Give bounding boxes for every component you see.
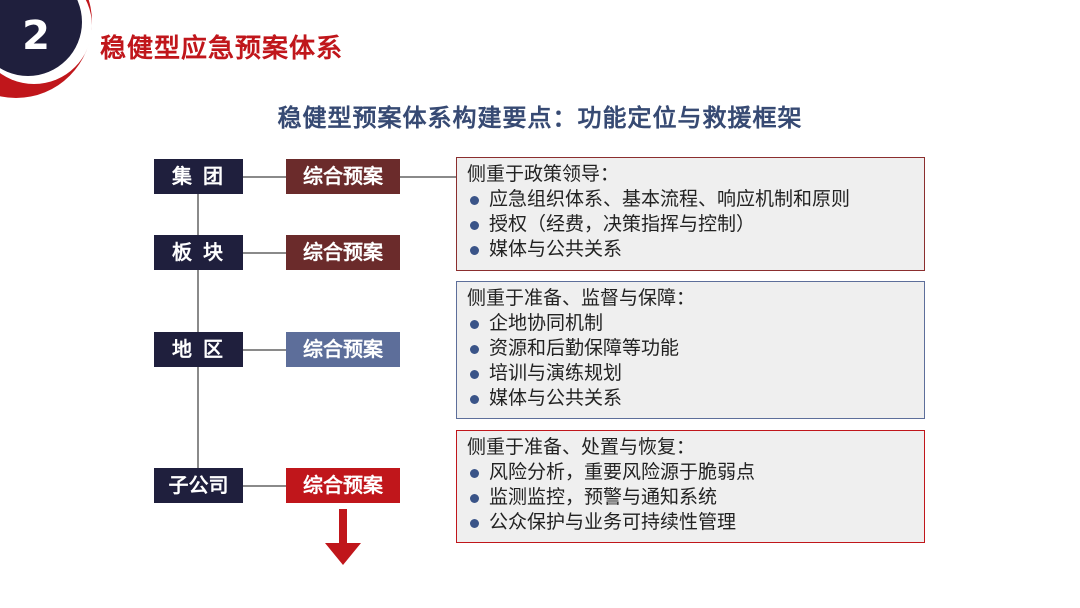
bullet-icon xyxy=(470,320,479,329)
list-item: 企地协同机制 xyxy=(467,311,914,336)
list-item: 资源和后勤保障等功能 xyxy=(467,336,914,361)
down-arrow-icon xyxy=(325,509,361,565)
plan-region: 综合预案 xyxy=(286,332,400,367)
description-box-response: 侧重于准备、处置与恢复： 风险分析，重要风险源于脆弱点 监测监控，预警与通知系统… xyxy=(456,430,925,543)
bullet-icon xyxy=(470,395,479,404)
level-subsidiary: 子公司 xyxy=(154,468,243,503)
list-item: 媒体与公共关系 xyxy=(467,237,914,262)
list-item: 媒体与公共关系 xyxy=(467,386,914,411)
box-heading: 侧重于政策领导： xyxy=(467,163,620,185)
list-item: 风险分析，重要风险源于脆弱点 xyxy=(467,460,914,485)
list-item: 授权（经费，决策指挥与控制） xyxy=(467,212,914,237)
bullet-icon xyxy=(470,221,479,230)
level-sector: 板 块 xyxy=(154,235,243,270)
slide-subtitle: 稳健型预案体系构建要点：功能定位与救援框架 xyxy=(277,104,803,132)
bullet-icon xyxy=(470,370,479,379)
connector-region xyxy=(243,349,286,351)
corner-decoration xyxy=(0,0,92,98)
connector-subsidiary xyxy=(243,485,286,487)
bullet-icon xyxy=(470,345,479,354)
bullet-icon xyxy=(470,196,479,205)
plan-sector: 综合预案 xyxy=(286,235,400,270)
plan-subsidiary: 综合预案 xyxy=(286,468,400,503)
list-item: 公众保护与业务可持续性管理 xyxy=(467,510,914,535)
description-box-preparation: 侧重于准备、监督与保障： 企地协同机制 资源和后勤保障等功能 培训与演练规划 媒… xyxy=(456,281,925,419)
list-item: 应急组织体系、基本流程、响应机制和原则 xyxy=(467,187,914,212)
connector-sector xyxy=(243,252,286,254)
bullet-icon xyxy=(470,469,479,478)
connector-group xyxy=(243,176,286,178)
list-item: 培训与演练规划 xyxy=(467,361,914,386)
box-heading: 侧重于准备、监督与保障： xyxy=(467,287,696,309)
list-item: 监测监控，预警与通知系统 xyxy=(467,485,914,510)
bullet-icon xyxy=(470,519,479,528)
box-heading: 侧重于准备、处置与恢复： xyxy=(467,436,696,458)
vertical-connector xyxy=(197,193,199,469)
level-group: 集 团 xyxy=(154,159,243,194)
connector-box-1 xyxy=(400,176,456,178)
level-region: 地 区 xyxy=(154,332,243,367)
section-number: 2 xyxy=(22,13,50,59)
bullet-icon xyxy=(470,246,479,255)
bullet-icon xyxy=(470,494,479,503)
description-box-policy: 侧重于政策领导： 应急组织体系、基本流程、响应机制和原则 授权（经费，决策指挥与… xyxy=(456,157,925,271)
page-title: 稳健型应急预案体系 xyxy=(100,34,344,64)
plan-group: 综合预案 xyxy=(286,159,400,194)
